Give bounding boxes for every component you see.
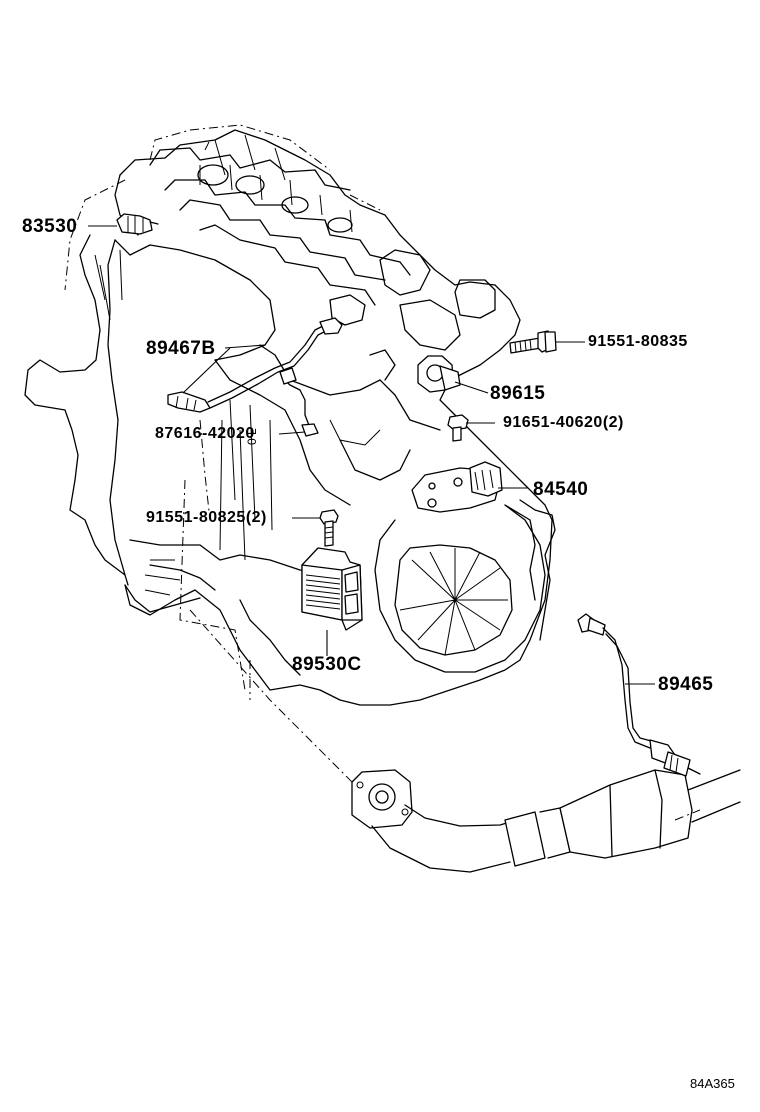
callout-89530c[interactable]: 89530C (292, 654, 362, 675)
air-fuel-ratio-sensor-89467b[interactable] (167, 317, 343, 429)
ecu-89530c[interactable] (301, 547, 363, 631)
callout-91651-40620[interactable]: 91651-40620(2) (503, 414, 624, 431)
callout-leaders (88, 225, 655, 685)
oil-pressure-switch-83530[interactable] (116, 213, 159, 235)
callout-84540[interactable]: 84540 (533, 479, 589, 500)
callout-89465[interactable]: 89465 (658, 674, 714, 695)
callout-89467b[interactable]: 89467B (146, 338, 216, 359)
engine-marking-text: 0 L (245, 428, 259, 445)
bolt-91551-80825[interactable] (319, 509, 339, 547)
callout-91551-80835[interactable]: 91551-80835 (588, 333, 688, 350)
callout-87616-42020[interactable]: 87616-42020 (155, 425, 255, 442)
clamp-87616-42020[interactable] (301, 423, 319, 437)
bolt-91651-40620[interactable] (447, 414, 469, 442)
oxygen-sensor-89465[interactable] (577, 613, 701, 777)
exhaust-pipe-drawing (189, 609, 741, 873)
engine-assembly-drawing (24, 124, 556, 706)
bolt-91551-80835[interactable] (509, 330, 557, 354)
callout-83530[interactable]: 83530 (22, 216, 78, 237)
callout-91551-80825[interactable]: 91551-80825(2) (146, 509, 267, 526)
callout-89615[interactable]: 89615 (490, 383, 546, 404)
diagram-code: 84A365 (690, 1076, 735, 1091)
neutral-start-switch-84540[interactable] (411, 461, 503, 513)
knock-sensor-89615[interactable] (417, 355, 461, 393)
